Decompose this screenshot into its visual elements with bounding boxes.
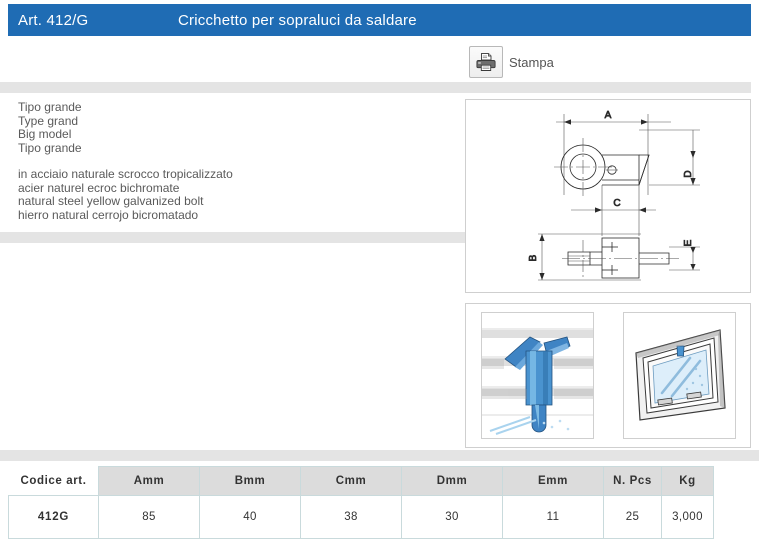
material-line-fr: acier naturel ecroc bichromate xyxy=(18,180,180,195)
table-header: Codice art. Amm Bmm Cmm Dmm Emm N. Pcs K… xyxy=(8,466,714,496)
col-header-dmm: Dmm xyxy=(401,466,503,496)
cell-a: 85 xyxy=(98,495,200,539)
product-photos-panel xyxy=(465,303,751,448)
dim-label-c: C xyxy=(613,198,620,209)
cell-code: 412G xyxy=(8,495,99,539)
print-button-label: Stampa xyxy=(509,54,554,70)
col-header-codice-art: Codice art. xyxy=(8,466,99,496)
cell-pcs: 25 xyxy=(603,495,662,539)
col-header-kg: Kg xyxy=(661,466,714,496)
model-line-it: Tipo grande xyxy=(18,100,82,114)
specification-table: Codice art. Amm Bmm Cmm Dmm Emm N. Pcs K… xyxy=(8,466,714,539)
col-header-bmm: Bmm xyxy=(199,466,301,496)
col-header-amm: Amm xyxy=(98,466,200,496)
dim-label-e: E xyxy=(683,239,694,246)
col-header-n-pcs: N. Pcs xyxy=(603,466,662,496)
table-row: 412G 85 40 38 30 11 25 3,000 xyxy=(8,495,714,539)
table-header-row: Codice art. Amm Bmm Cmm Dmm Emm N. Pcs K… xyxy=(8,466,714,496)
page-title: Cricchetto per sopraluci da saldare xyxy=(178,11,417,29)
col-header-cmm: Cmm xyxy=(300,466,402,496)
model-description: Tipo grande Type grand Big model Tipo gr… xyxy=(18,100,438,155)
material-line-it: in acciaio naturale scrocco tropicalizza… xyxy=(18,167,233,181)
print-button[interactable]: Stampa xyxy=(469,46,554,78)
dim-label-d: D xyxy=(683,170,694,177)
technical-drawing: A D C xyxy=(528,110,700,281)
separator-band-top xyxy=(0,82,751,93)
cell-d: 30 xyxy=(401,495,503,539)
cell-kg: 3,000 xyxy=(661,495,714,539)
article-code: Art. 412/G xyxy=(18,11,89,29)
material-description: in acciaio naturale scrocco tropicalizza… xyxy=(18,167,438,222)
dim-label-b: B xyxy=(528,254,539,261)
description-panel: Tipo grande Type grand Big model Tipo gr… xyxy=(8,93,448,232)
model-line-es: Tipo grande xyxy=(18,140,82,155)
model-line-fr: Type grand xyxy=(18,113,79,128)
separator-band-bottom xyxy=(0,450,759,461)
cell-c: 38 xyxy=(300,495,402,539)
cell-b: 40 xyxy=(199,495,301,539)
dim-label-a: A xyxy=(605,110,612,121)
product-photo-window xyxy=(622,312,736,439)
separator-band-middle xyxy=(0,232,751,243)
col-header-emm: Emm xyxy=(502,466,604,496)
table-body: 412G 85 40 38 30 11 25 3,000 xyxy=(8,495,714,539)
toolbar: Stampa xyxy=(0,40,759,80)
printer-icon xyxy=(469,46,503,78)
article-header-bar: Art. 412/G Cricchetto per sopraluci da s… xyxy=(8,4,751,36)
cell-e: 11 xyxy=(502,495,604,539)
product-photo-installed xyxy=(480,312,594,439)
technical-drawing-panel: A D C xyxy=(465,99,751,293)
material-line-es: hierro natural cerrojo bicromatado xyxy=(18,207,199,222)
material-line-en: natural steel yellow galvanized bolt xyxy=(18,194,204,208)
model-line-en: Big model xyxy=(18,127,72,141)
